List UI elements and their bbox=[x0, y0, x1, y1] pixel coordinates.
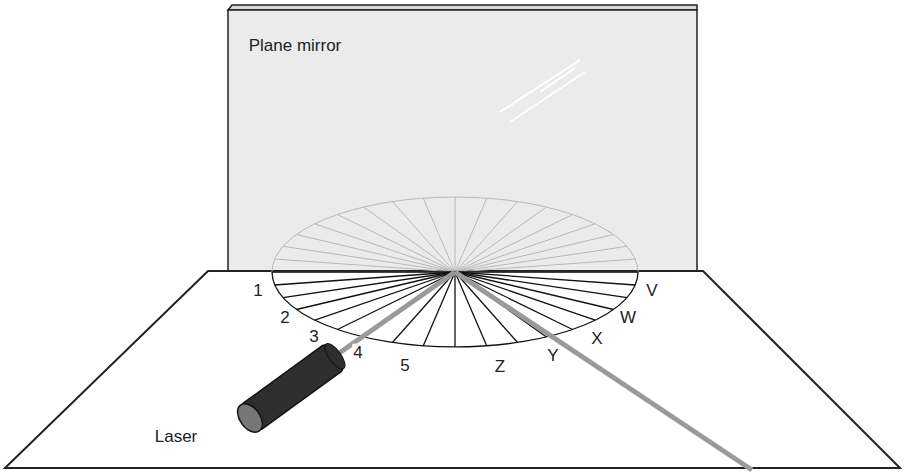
scale-mark: X bbox=[591, 330, 602, 349]
reflected-beam bbox=[455, 272, 752, 470]
protractor-arc bbox=[272, 197, 638, 272]
protractor-spoke bbox=[455, 271, 638, 272]
protractor bbox=[272, 272, 638, 347]
protractor-spoke bbox=[455, 272, 595, 320]
laser-symbol bbox=[233, 340, 350, 437]
plane-mirror bbox=[228, 10, 697, 272]
laser-label: Laser bbox=[155, 428, 198, 447]
mirror-label: Plane mirror bbox=[249, 37, 342, 56]
scale-mark: 4 bbox=[352, 344, 363, 363]
protractor-spoke bbox=[392, 202, 455, 273]
scale-mark: 2 bbox=[280, 309, 289, 328]
protractor-spoke bbox=[455, 272, 627, 298]
protractor-spoke bbox=[455, 272, 635, 285]
protractor-spoke bbox=[455, 259, 635, 272]
scale-mark: 1 bbox=[253, 282, 262, 301]
scale-mark: 3 bbox=[309, 328, 318, 347]
protractor-spoke bbox=[337, 215, 455, 273]
protractor-spoke bbox=[454, 272, 455, 347]
mirror-glare bbox=[500, 60, 585, 122]
scale-mark: Z bbox=[495, 358, 505, 377]
protractor-spoke bbox=[455, 272, 638, 273]
reflected-protractor bbox=[272, 197, 638, 272]
protractor-spoke bbox=[455, 207, 547, 272]
protractor-arc bbox=[272, 272, 638, 347]
scale-mark: Y bbox=[547, 347, 558, 366]
protractor-spoke bbox=[297, 235, 456, 273]
protractor-spoke bbox=[337, 272, 455, 330]
protractor-spoke bbox=[272, 272, 455, 273]
protractor-spoke bbox=[455, 246, 627, 272]
scale-mark: W bbox=[620, 309, 636, 328]
protractor-spoke bbox=[272, 271, 455, 272]
protractor-spoke bbox=[455, 197, 456, 272]
scale-mark: 5 bbox=[400, 357, 409, 376]
protractor-spoke bbox=[423, 198, 455, 272]
protractor-spoke bbox=[455, 224, 595, 272]
table-surface bbox=[5, 271, 900, 468]
scale-mark: V bbox=[646, 282, 657, 301]
